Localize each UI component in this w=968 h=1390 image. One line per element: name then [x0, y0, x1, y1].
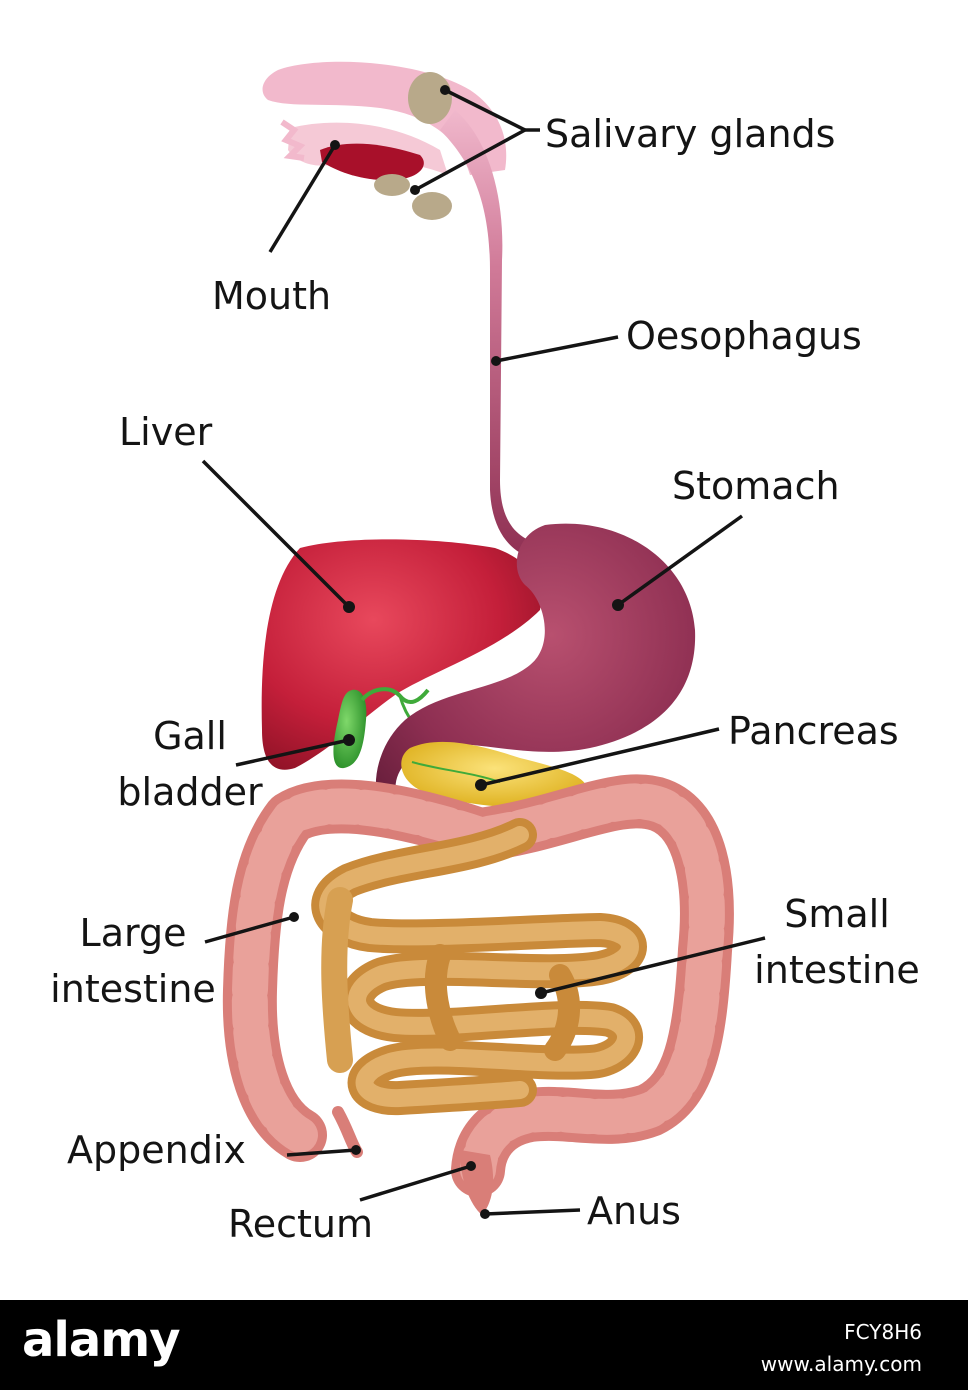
label-large-intestine: Large intestine — [40, 905, 226, 1017]
leader-lines — [201, 88, 766, 1216]
oesophagus-shape — [440, 110, 560, 561]
leader-mouth — [268, 144, 337, 253]
label-liver: Liver — [119, 410, 213, 454]
label-pancreas: Pancreas — [728, 709, 899, 753]
leader-liver — [201, 459, 351, 609]
label-oesophagus: Oesophagus — [626, 314, 862, 358]
leader-stomach — [616, 514, 744, 607]
label-anus: Anus — [587, 1189, 681, 1233]
label-gall-bladder-line2: bladder — [117, 770, 263, 814]
leader-gall-bladder — [235, 738, 350, 767]
leader-appendix — [286, 1148, 357, 1157]
label-large-intestine-line1: Large — [79, 911, 187, 955]
label-mouth: Mouth — [212, 274, 332, 318]
leader-salivary-lower — [414, 128, 526, 192]
leader-small-intestine — [540, 936, 766, 995]
label-salivary-glands: Salivary glands — [545, 112, 836, 156]
leader-rectum — [359, 1164, 472, 1202]
pancreas-shape — [401, 741, 589, 809]
label-rectum: Rectum — [228, 1202, 373, 1246]
label-appendix: Appendix — [67, 1128, 246, 1172]
leader-salivary-upper — [444, 88, 526, 132]
leader-pancreas — [480, 727, 720, 787]
leader-large-intestine — [204, 915, 295, 944]
label-gall-bladder: Gall bladder — [108, 708, 272, 820]
watermark-image-id: FCY8H6 — [844, 1320, 922, 1344]
watermark-logo: alamy — [22, 1312, 181, 1368]
salivary-glands-shape — [374, 72, 452, 220]
watermark-site: www.alamy.com — [760, 1352, 922, 1376]
label-small-intestine-line1: Small — [784, 892, 890, 936]
leader-dots — [289, 85, 624, 1219]
liver-shape — [261, 539, 541, 770]
digestive-system-diagram — [201, 61, 766, 1219]
label-large-intestine-line2: intestine — [50, 967, 216, 1011]
leader-anus — [484, 1208, 581, 1216]
small-intestine-shape — [311, 818, 647, 1116]
label-stomach: Stomach — [672, 464, 840, 508]
watermark-bar: alamy FCY8H6 www.alamy.com — [0, 1300, 968, 1390]
label-small-intestine: Small intestine — [744, 886, 930, 998]
label-gall-bladder-line1: Gall — [153, 714, 227, 758]
leader-oesophagus — [495, 335, 619, 363]
label-small-intestine-line2: intestine — [754, 948, 920, 992]
